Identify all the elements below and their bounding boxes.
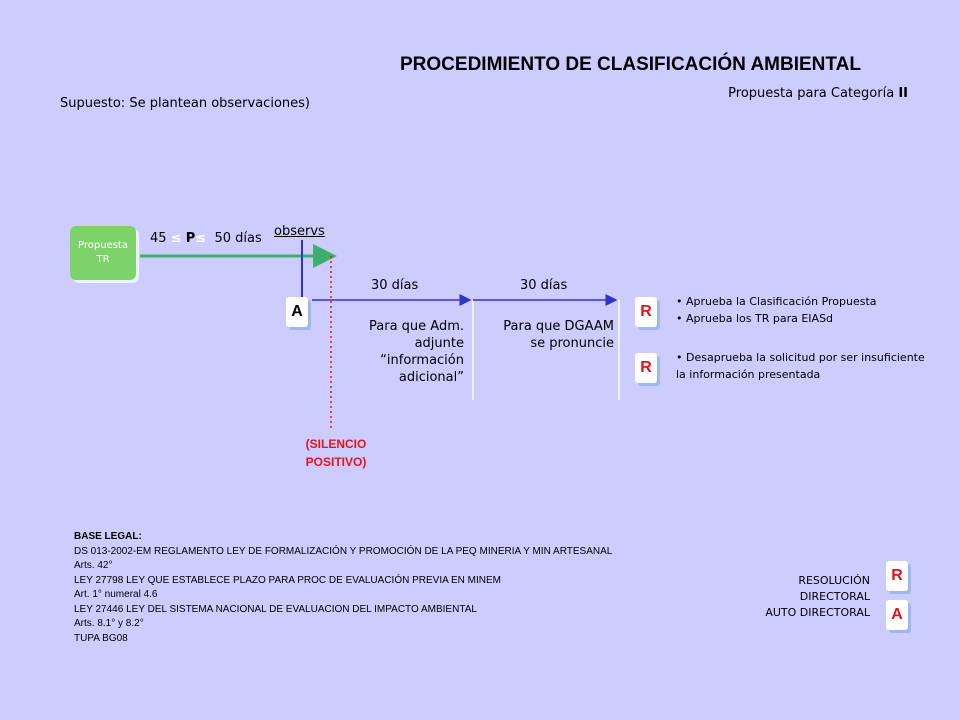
legend-box-r: R	[886, 561, 908, 591]
reject-outcomes: Desaprueba la solicitud por ser insufici…	[676, 349, 926, 383]
page-title: PROCEDIMIENTO DE CLASIFICACIÓN AMBIENTAL	[400, 54, 861, 75]
legal-heading: BASE LEGAL:	[74, 531, 142, 542]
range-max: 50 días	[214, 231, 262, 246]
subtitle-category: II	[898, 86, 908, 101]
start-box-propuesta-tr: Propuesta TR	[70, 226, 136, 280]
range-min: 45	[150, 231, 167, 246]
stage1-note-line: Para que Adm.	[369, 319, 464, 334]
legend-line1: RESOLUCIÓN	[798, 574, 870, 587]
silencio-line2: POSITIVO)	[305, 455, 367, 469]
range-label: 45 ≤ P≤ 50 días	[150, 231, 262, 246]
silencio-positivo-label: (SILENCIO POSITIVO)	[292, 435, 380, 471]
stage1-note-line: adicional”	[398, 370, 464, 385]
approve-outcomes: Aprueba la Clasificación Propuesta Aprue…	[676, 293, 877, 327]
step-box-a: A	[286, 297, 308, 327]
step-box-r-reject: R	[635, 353, 657, 383]
legal-line: Arts. 8.1° y 8.2°	[74, 618, 144, 629]
stage1-note: Para que Adm. adjunte “información adici…	[352, 318, 464, 386]
stage2-note: Para que DGAAM se pronuncie	[486, 318, 614, 352]
stage1-note-line: adjunte	[414, 336, 464, 351]
range-le-symbol: ≤	[170, 231, 182, 246]
subtitle-prefix: Propuesta para Categoría	[728, 86, 899, 101]
stage2-note-line: Para que DGAAM	[503, 319, 614, 334]
start-box-line2: TR	[96, 254, 110, 265]
reject-outcome-item: Desaprueba la solicitud por ser insufici…	[676, 349, 926, 383]
stage2-note-line: se pronuncie	[530, 336, 614, 351]
start-box-line1: Propuesta	[78, 240, 128, 251]
legend-text: RESOLUCIÓN DIRECTORAL AUTO DIRECTORAL	[765, 573, 870, 621]
approve-outcome-item: Aprueba los TR para EIASd	[676, 310, 877, 327]
stage1-days: 30 días	[371, 278, 419, 293]
assumption-text: Supuesto: Se plantean observaciones)	[60, 96, 310, 111]
legal-line: TUPA BG08	[74, 632, 128, 644]
page-subtitle: Propuesta para Categoría II	[728, 86, 908, 101]
legal-line: DS 013-2002-EM REGLAMENTO LEY DE FORMALI…	[74, 545, 613, 557]
range-le2-symbol: ≤	[195, 231, 207, 246]
legal-basis: BASE LEGAL: DS 013-2002-EM REGLAMENTO LE…	[74, 530, 612, 646]
range-p: P	[185, 231, 196, 246]
legal-line: LEY 27446 LEY DEL SISTEMA NACIONAL DE EV…	[74, 603, 477, 615]
stage2-days: 30 días	[520, 278, 568, 293]
stage1-note-line: “información	[380, 353, 464, 368]
approve-outcome-item: Aprueba la Clasificación Propuesta	[676, 293, 877, 310]
legal-line: LEY 27798 LEY QUE ESTABLECE PLAZO PARA P…	[74, 574, 502, 586]
observs-label: observs	[274, 224, 325, 239]
step-box-r-approve: R	[635, 297, 657, 327]
silencio-line1: (SILENCIO	[305, 437, 367, 451]
legal-line: Art. 1° numeral 4.6	[74, 589, 158, 600]
legend-line3: AUTO DIRECTORAL	[765, 606, 870, 619]
legal-line: Arts. 42°	[74, 560, 113, 571]
legend-line2: DIRECTORAL	[799, 590, 870, 603]
legend-box-a: A	[886, 600, 908, 630]
